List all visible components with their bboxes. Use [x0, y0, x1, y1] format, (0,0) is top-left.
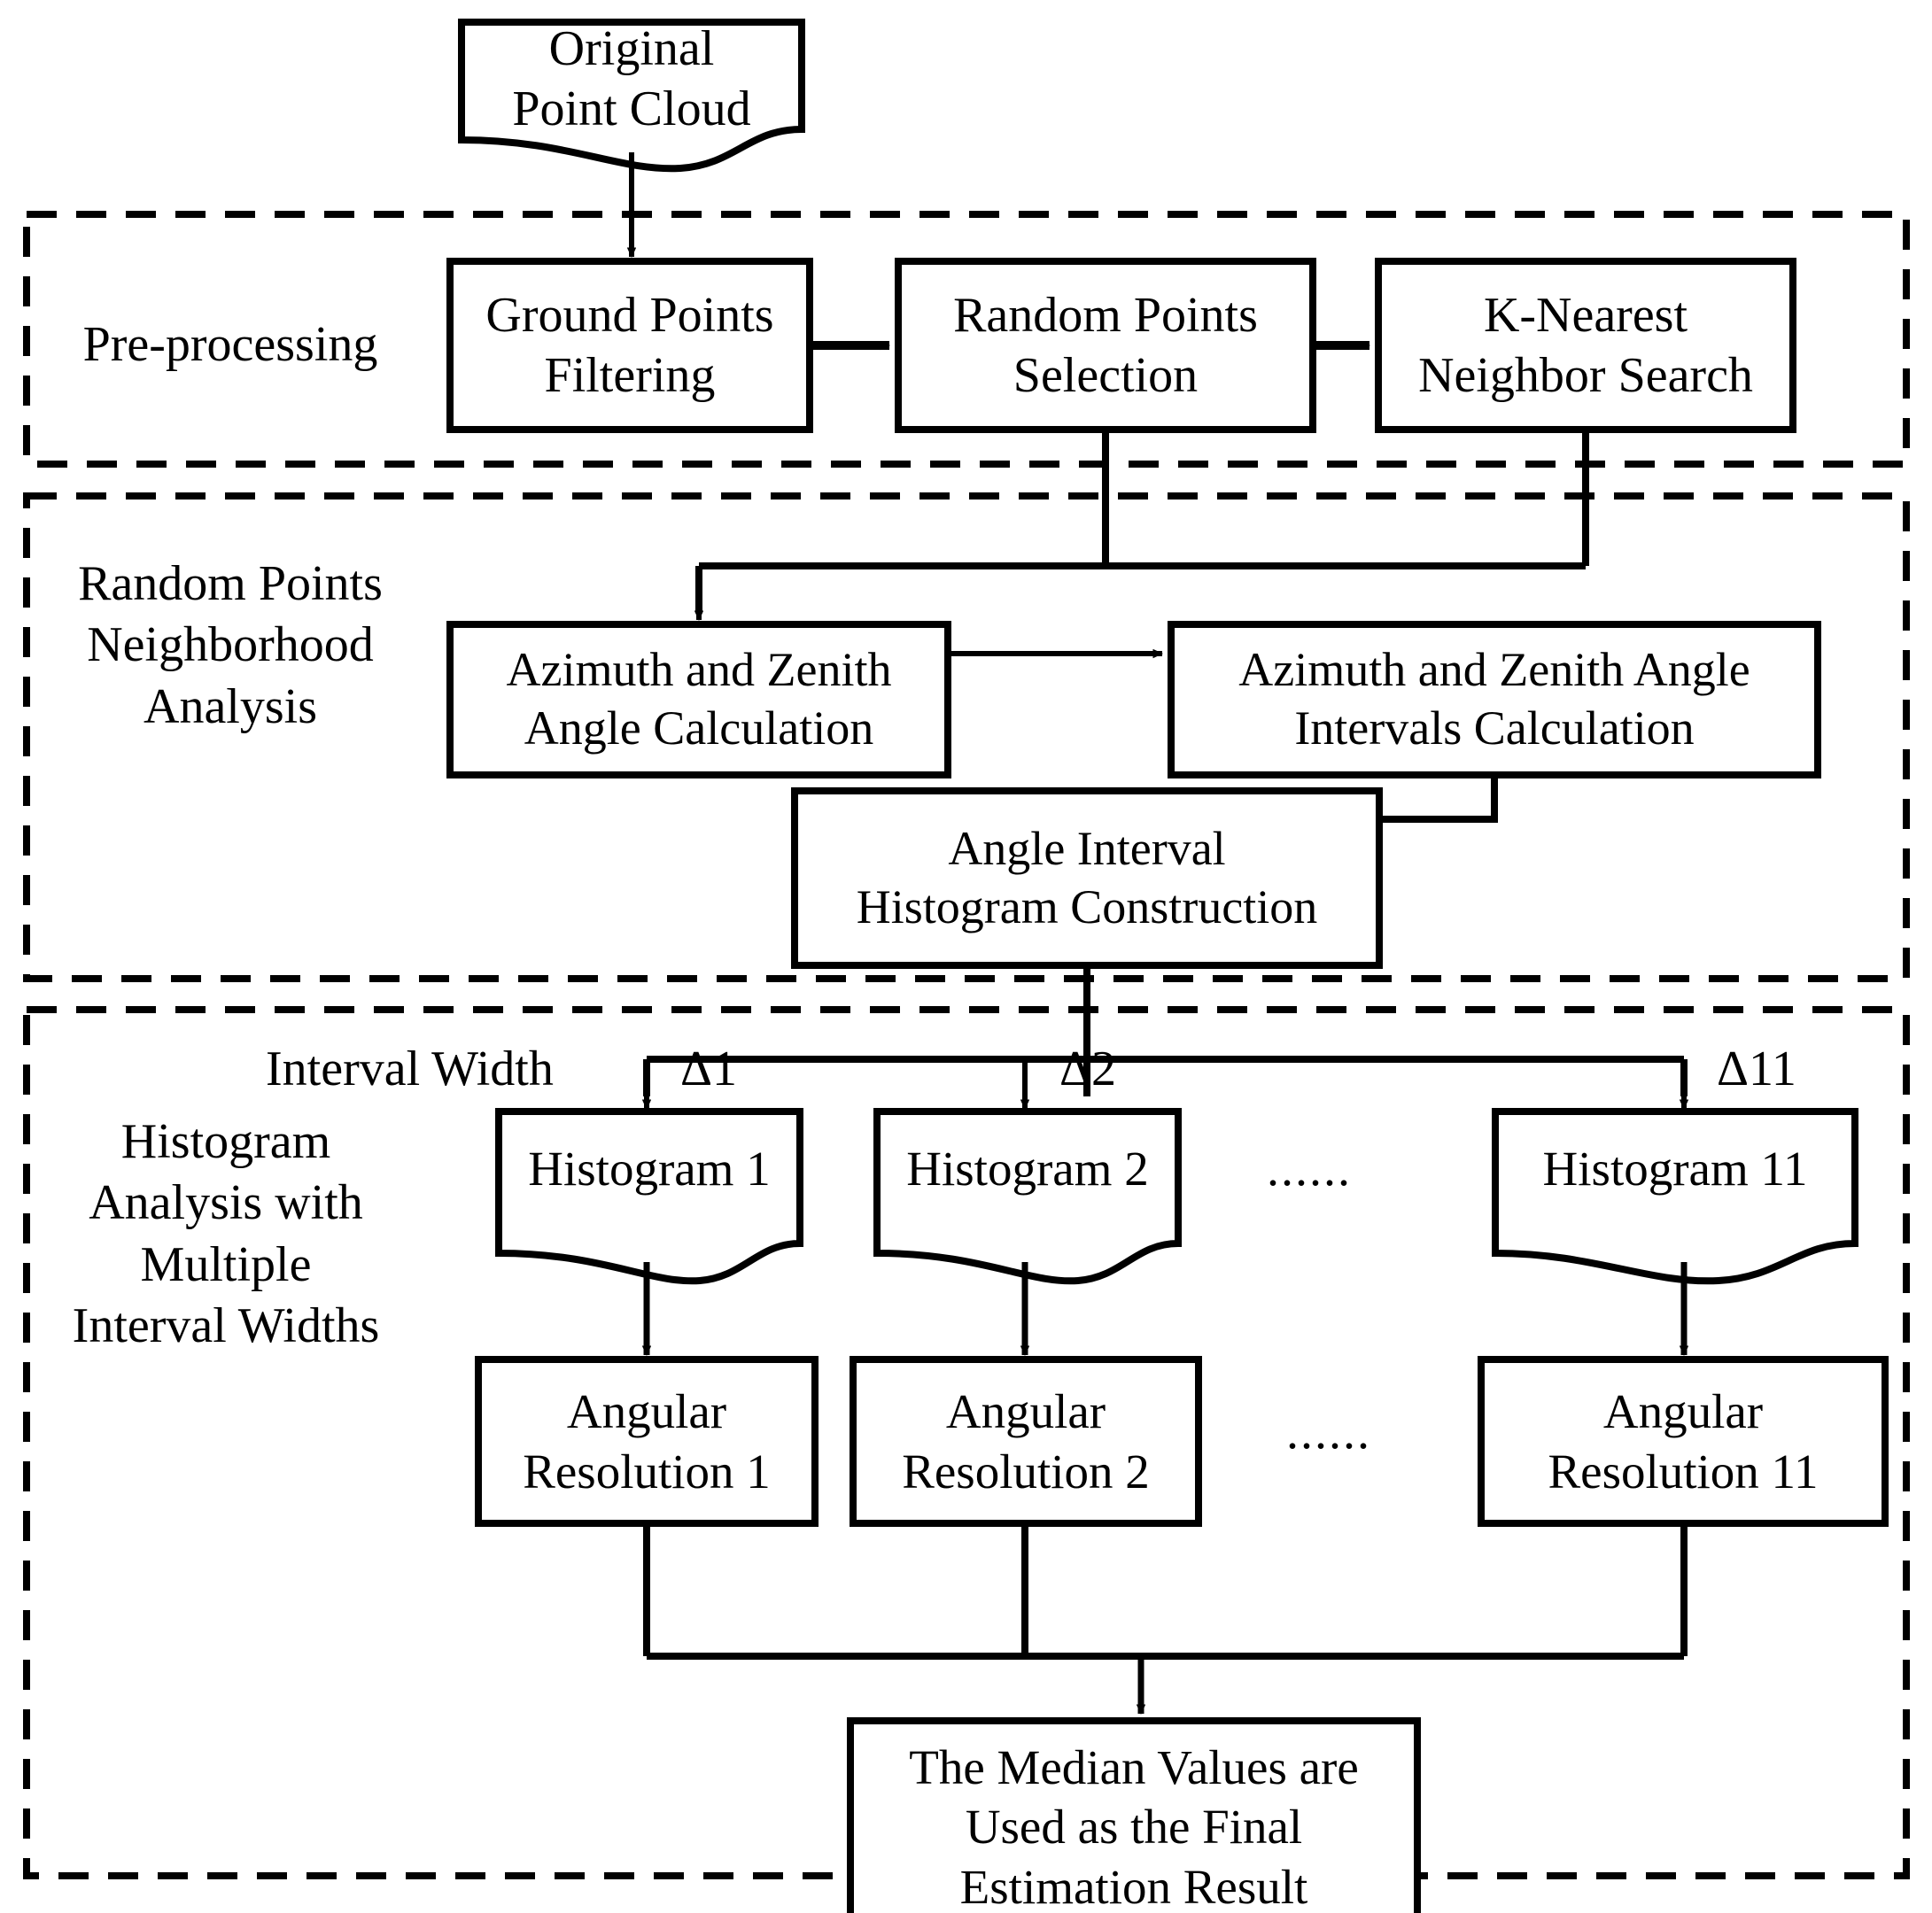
node-original-point-cloud-shape — [458, 19, 805, 173]
node-angular-resolution-11-shape — [1478, 1356, 1889, 1527]
section-label-random-points-neighborhood-analysis: Random Points Neighborhood Analysis — [78, 556, 383, 734]
node-histogram-11-shape — [1492, 1108, 1858, 1285]
node-k-nearest-neighbor-search-shape — [1375, 258, 1796, 433]
section-frame-pre-processing — [23, 211, 1910, 468]
node-angular-resolution-2-shape — [850, 1356, 1202, 1527]
section-label-pre-processing: Pre-processing — [82, 317, 378, 372]
node-random-points-selection-shape — [895, 258, 1316, 433]
branch-label-delta-11: Δ11 — [1717, 1042, 1796, 1096]
node-histogram-2-shape — [873, 1108, 1182, 1285]
ellipsis-resolutions: ...... — [1286, 1405, 1371, 1460]
node-azimuth-zenith-intervals-calculation-shape — [1168, 621, 1821, 778]
node-final-estimation-result-shape — [847, 1717, 1421, 1913]
section-label-histogram-analysis: Histogram Analysis with Multiple Interva… — [72, 1114, 380, 1354]
ellipsis-histograms: ...... — [1267, 1142, 1352, 1197]
branch-label-delta-1: Δ1 — [680, 1042, 738, 1096]
section-frame-random-points-neighborhood-analysis — [23, 492, 1910, 982]
node-angle-interval-histogram-construction-shape — [791, 787, 1383, 969]
interval-width-label: Interval Width — [266, 1042, 554, 1096]
node-azimuth-zenith-angle-calculation-shape — [446, 621, 951, 778]
edge-section1-merge-to-azimuth — [695, 433, 1589, 611]
node-angular-resolution-1-shape — [475, 1356, 819, 1527]
edge-resolutions-merge-bus — [643, 1525, 1688, 1660]
node-ground-points-filtering-shape — [446, 258, 813, 433]
branch-label-delta-2: Δ2 — [1059, 1042, 1117, 1096]
edge-fanout-bus — [643, 969, 1688, 1096]
node-histogram-1-shape — [495, 1108, 803, 1285]
